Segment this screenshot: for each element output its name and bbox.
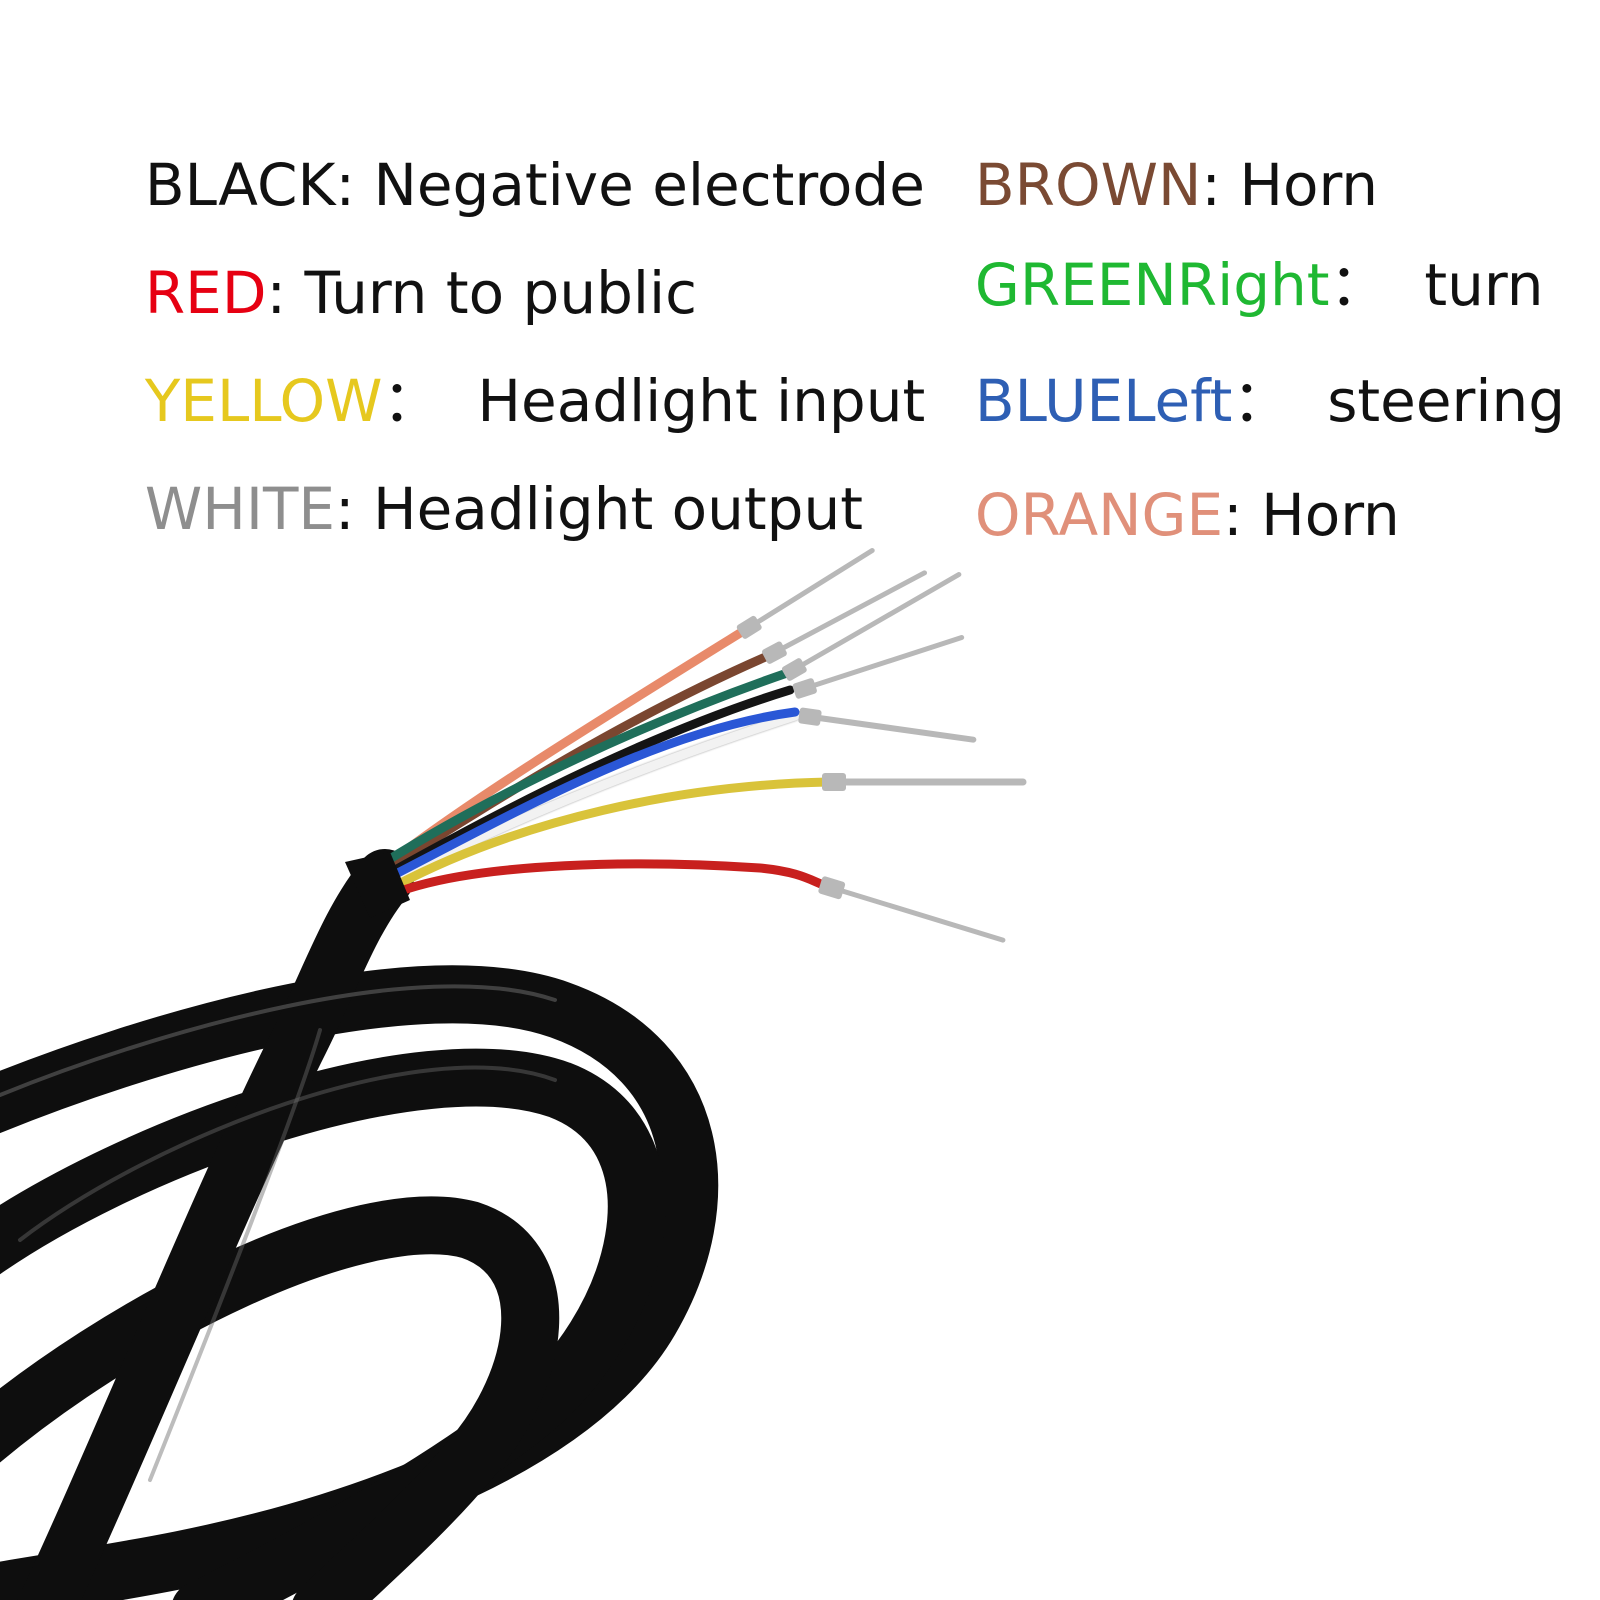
legend-blue: BLUELeft： steering — [938, 296, 1565, 436]
wire-blue — [385, 707, 800, 882]
wire-green — [380, 667, 795, 867]
legend-red-color: RED — [144, 259, 267, 327]
legend-black-separator: : — [335, 151, 356, 219]
legend-green-color: GREENRight — [974, 251, 1330, 319]
legend-yellow: YELLOW： Headlight input — [108, 296, 925, 436]
legend-green: GREENRight： turn — [938, 180, 1544, 320]
legend-black-description: Negative electrode — [355, 151, 925, 219]
legend-red-separator: : — [266, 259, 287, 327]
wire-black — [383, 685, 795, 879]
terminal-yellow — [822, 773, 1027, 791]
legend-orange-description: Horn — [1242, 481, 1400, 549]
legend-orange: ORANGE: Horn — [938, 410, 1400, 550]
legend-red-description: Turn to public — [286, 259, 698, 327]
legend-white-separator: : — [335, 475, 355, 543]
legend-green-separator: ： — [1329, 251, 1388, 319]
terminal-brown — [762, 570, 928, 664]
legend-blue-description: steering — [1290, 367, 1566, 435]
wire-white — [387, 711, 800, 885]
legend-orange-color: ORANGE — [974, 481, 1224, 549]
terminal-green — [781, 572, 962, 681]
wire-bundle — [380, 625, 833, 897]
wire-red — [393, 859, 831, 897]
sheath-end — [345, 852, 410, 918]
legend-brown-color: BROWN — [974, 151, 1202, 219]
cable-riser — [17, 849, 414, 1600]
terminals — [736, 548, 1027, 943]
coil-highlight-1 — [0, 984, 557, 1097]
legend-green-description: turn — [1387, 251, 1544, 319]
terminal-black — [792, 634, 965, 699]
legend-black-color: BLACK — [144, 151, 336, 219]
coil-highlight-3 — [148, 1028, 322, 1482]
terminal-orange — [736, 548, 875, 639]
legend-yellow-description: Headlight input — [440, 367, 926, 435]
legend-brown-description: Horn — [1220, 151, 1379, 219]
legend-brown: BROWN: Horn — [938, 80, 1378, 220]
cable-coil — [0, 849, 719, 1600]
legend-black: BLACK: Negative electrode — [108, 80, 925, 220]
coil-highlight-2 — [18, 1065, 557, 1242]
wire-yellow — [390, 777, 833, 891]
legend-white-color: WHITE — [144, 475, 336, 543]
legend-blue-separator: ： — [1232, 367, 1291, 435]
legend-white-description: Headlight output — [354, 475, 863, 543]
legend-brown-separator: : — [1201, 151, 1221, 219]
legend-yellow-color: YELLOW — [144, 367, 383, 435]
terminal-red — [818, 876, 1006, 943]
legend-blue-color: BLUELeft — [974, 367, 1233, 435]
legend-white: WHITE: Headlight output — [108, 404, 863, 544]
legend-yellow-separator: ： — [382, 367, 441, 435]
legend-orange-separator: : — [1223, 481, 1243, 549]
legend-red: RED: Turn to public — [108, 188, 697, 328]
terminal-blue — [798, 707, 977, 743]
